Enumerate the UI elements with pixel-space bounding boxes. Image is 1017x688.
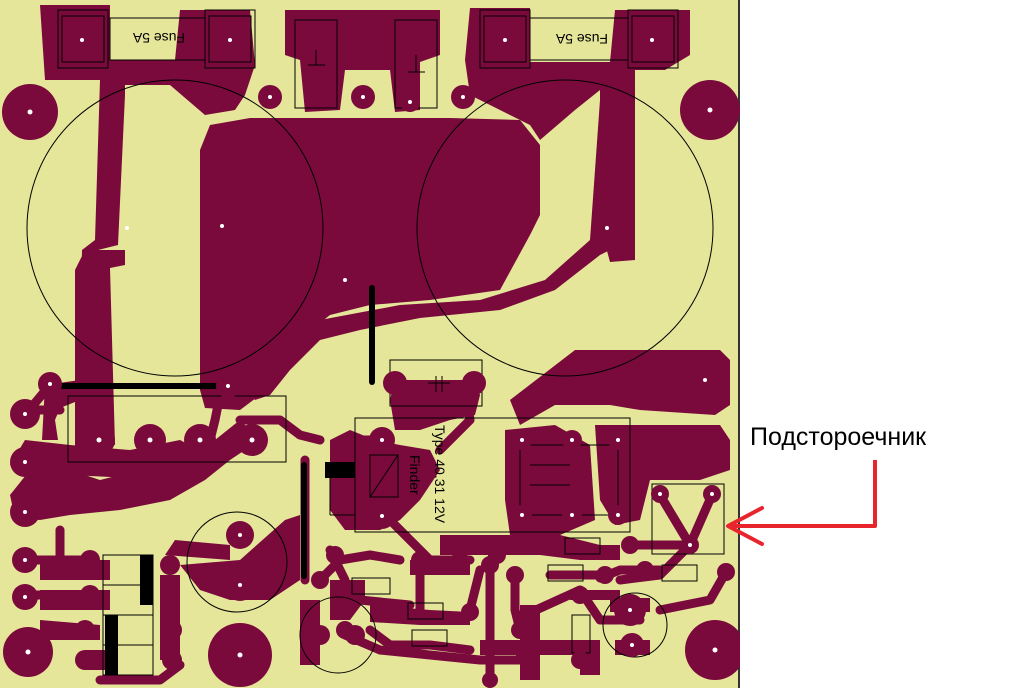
fuse-label-right: Fuse 5A [555, 31, 608, 47]
copper-pour-fuse-right [465, 8, 690, 262]
fuse-label-left: Fuse 5A [132, 30, 185, 46]
copper-pour-center [200, 118, 540, 410]
capacitor-outline-left [26, 79, 324, 377]
rectifier-outline [67, 395, 287, 463]
relay-label-line1: Finder [407, 455, 423, 495]
pcb-layout: Fuse 5A Fuse 5A Finder Type 40.31 12V [0, 0, 740, 688]
jumper-wires [47, 285, 375, 579]
relay-label-line2: Type 40.31 12V [432, 425, 448, 524]
trimmer-annotation-label: Подстороечник [750, 423, 927, 451]
trimmer-outline [651, 483, 725, 555]
connector-bars [105, 462, 355, 675]
pcb-board: Fuse 5A Fuse 5A Finder Type 40.31 12V [0, 0, 740, 688]
drill-holes [23, 38, 718, 658]
arrow-left-icon [726, 460, 877, 546]
copper-pour-bottom-left [10, 420, 260, 520]
silkscreen-layer [26, 9, 725, 676]
fuse-holder-left [57, 9, 109, 69]
capacitor-outline-right [416, 79, 714, 377]
